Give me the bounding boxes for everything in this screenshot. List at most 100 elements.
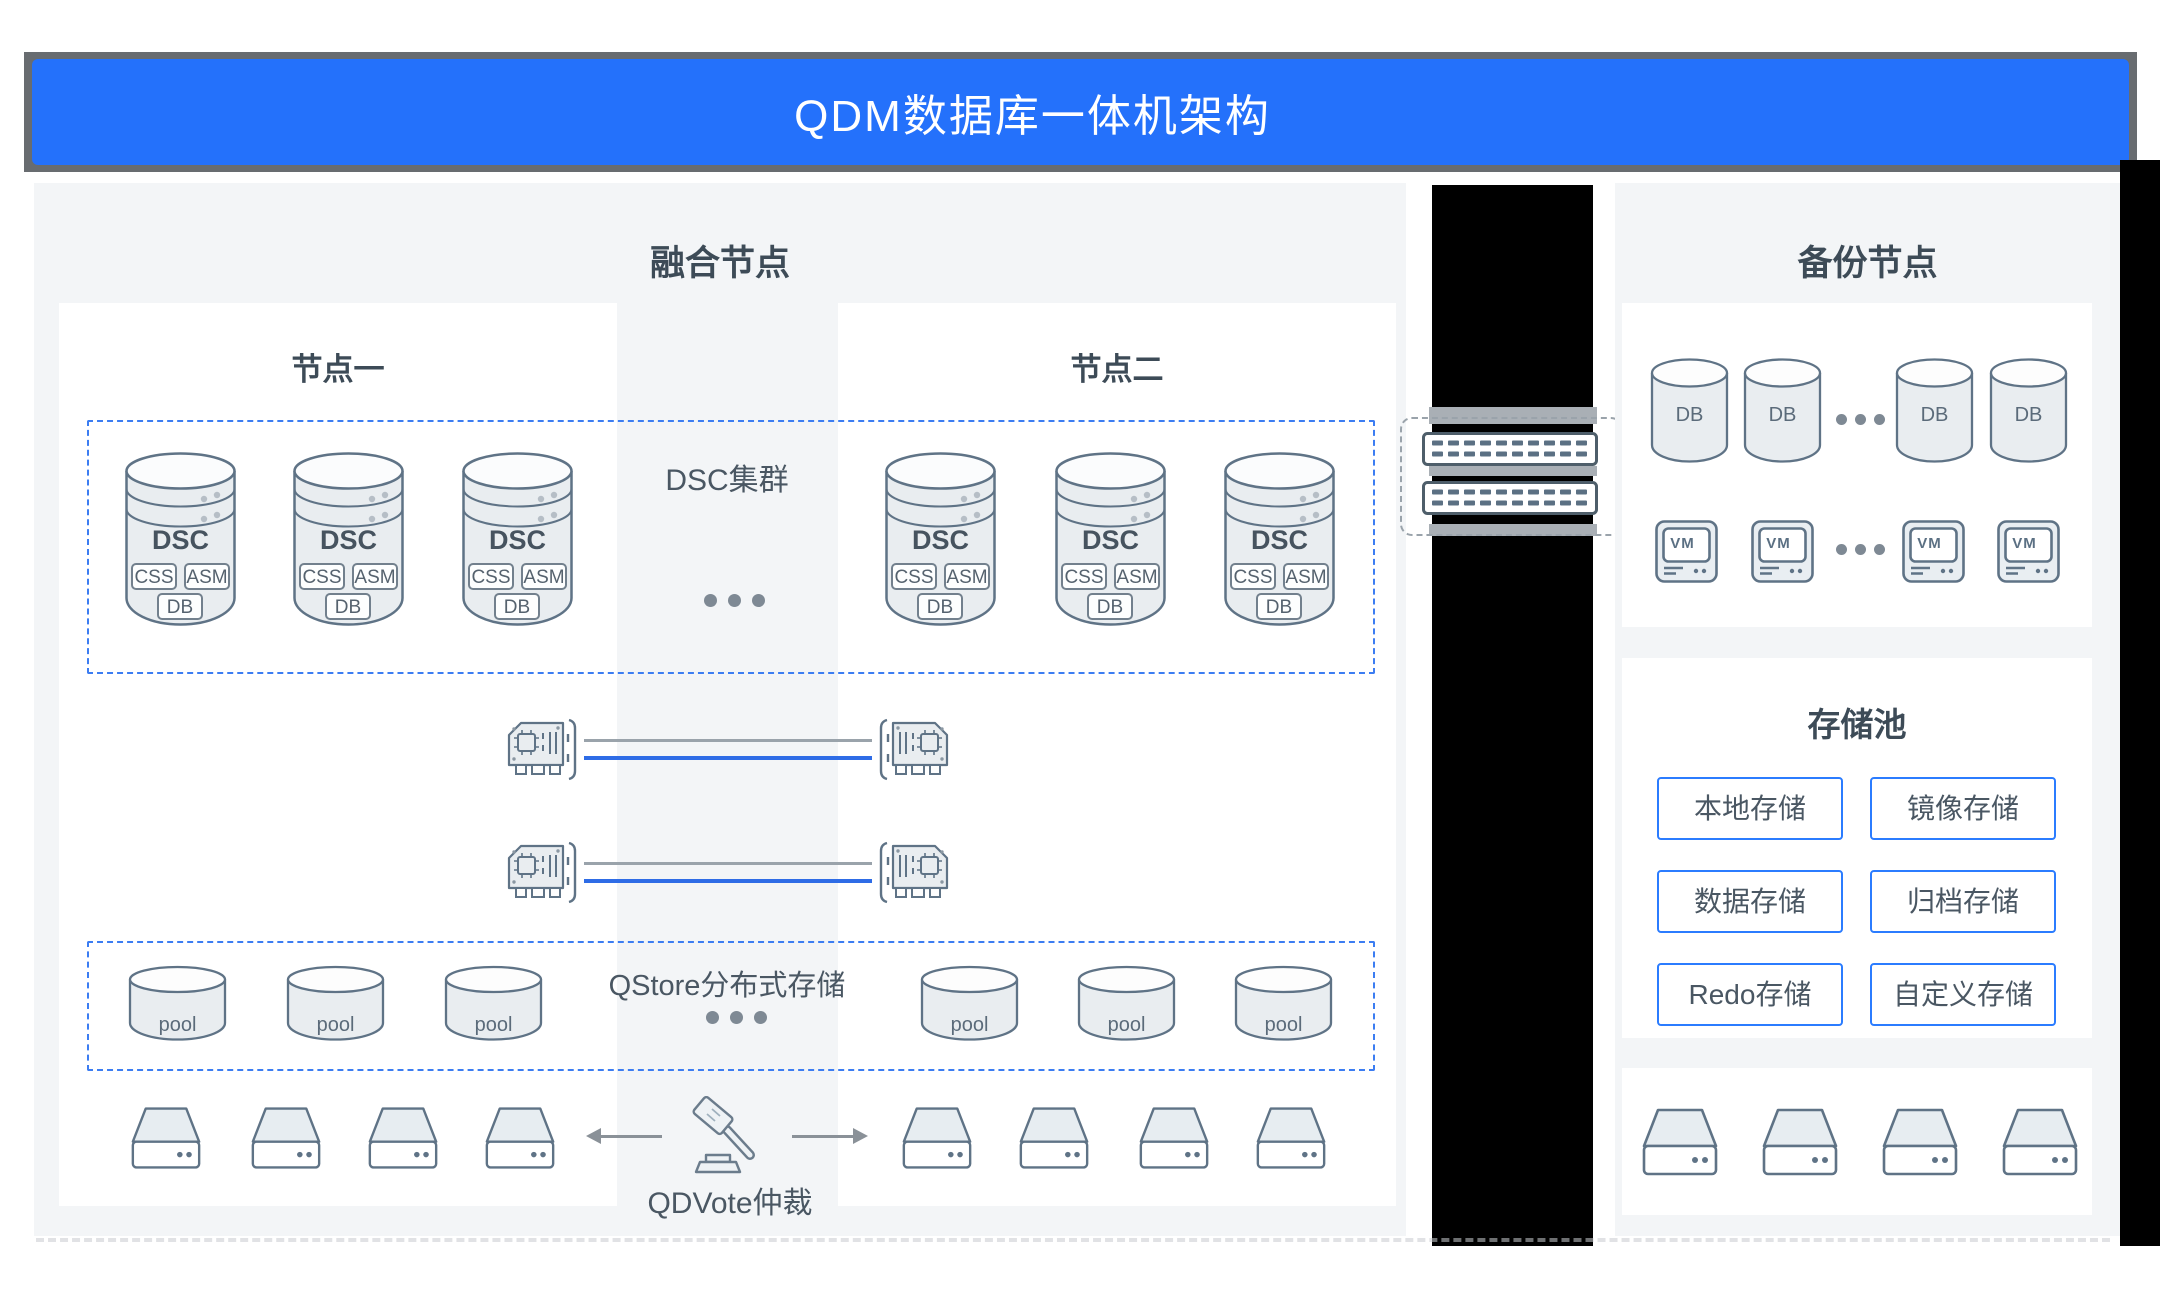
db-cylinder: DB <box>1989 356 2068 466</box>
dsc-database-cylinder: DSC CSS ASM DB <box>1223 443 1336 628</box>
pool-label: pool <box>316 1014 355 1036</box>
vm-label: VM <box>2012 535 2037 552</box>
storage-button-local[interactable]: 本地存储 <box>1657 777 1843 840</box>
nic-card-icon <box>872 841 950 905</box>
center-redaction-bar <box>1432 185 1593 1246</box>
dsc-database-cylinder: DSC CSS ASM DB <box>124 443 237 628</box>
pool-label: pool <box>950 1014 989 1036</box>
db-chip: DB <box>1087 593 1133 620</box>
interconnect-link-blue <box>584 756 872 760</box>
storage-pool-title: 存储池 <box>1807 706 1907 743</box>
ellipsis-icon <box>700 1011 772 1024</box>
interconnect-link-gray <box>584 739 872 742</box>
storage-pool-cylinder: pool <box>286 964 385 1044</box>
db-label: DB <box>2014 404 2043 426</box>
db-label: DB <box>1675 404 1704 426</box>
db-chip: DB <box>1256 593 1302 620</box>
switch-rack-band <box>1429 466 1597 476</box>
vm-terminal: VM <box>1655 520 1718 583</box>
disk-drive-icon <box>368 1102 438 1174</box>
node-1-label: 节点一 <box>291 352 385 387</box>
disk-drive-icon <box>485 1102 555 1174</box>
css-chip: CSS <box>891 563 937 590</box>
asm-chip: ASM <box>521 563 567 590</box>
ellipsis-icon <box>698 594 770 607</box>
disk-drive-icon <box>1019 1102 1089 1174</box>
dsc-label: DSC <box>488 525 546 555</box>
switch-rack-band <box>1429 524 1597 536</box>
asm-chip: ASM <box>352 563 398 590</box>
storage-pool-cylinder: pool <box>444 964 543 1044</box>
disk-drive-icon <box>2002 1106 2078 1178</box>
ellipsis-icon <box>1832 414 1889 425</box>
storage-button-mirror[interactable]: 镜像存储 <box>1870 777 2056 840</box>
qstore-label: QStore分布式存储 <box>608 970 846 1002</box>
storage-pool-cylinder: pool <box>1077 964 1176 1044</box>
pool-label: pool <box>474 1014 513 1036</box>
disk-drive-icon <box>1256 1102 1326 1174</box>
arrow-left-icon <box>586 1128 662 1146</box>
asm-chip: ASM <box>184 563 230 590</box>
css-chip: CSS <box>1230 563 1276 590</box>
db-chip: DB <box>325 593 371 620</box>
storage-pool-cylinder: pool <box>128 964 227 1044</box>
dsc-cluster-dashed-box <box>87 420 1375 674</box>
vm-label: VM <box>1670 535 1695 552</box>
gavel-icon <box>682 1096 766 1180</box>
disk-drive-icon <box>1139 1102 1209 1174</box>
db-cylinder: DB <box>1743 356 1822 466</box>
switch-rack-band <box>1429 407 1597 424</box>
pool-label: pool <box>1107 1014 1146 1036</box>
storage-pool-cylinder: pool <box>1234 964 1333 1044</box>
vm-terminal: VM <box>1902 520 1965 583</box>
asm-chip: ASM <box>1283 563 1329 590</box>
storage-button-data[interactable]: 数据存储 <box>1657 870 1843 933</box>
vm-terminal: VM <box>1751 520 1814 583</box>
asm-chip: ASM <box>944 563 990 590</box>
qdvote-label: QDVote仲裁 <box>647 1187 813 1220</box>
vm-label: VM <box>1917 535 1942 552</box>
storage-pool-cylinder: pool <box>920 964 1019 1044</box>
fusion-panel-title: 融合节点 <box>649 244 790 283</box>
backup-panel-title: 备份节点 <box>1797 244 1938 283</box>
css-chip: CSS <box>468 563 514 590</box>
dsc-label: DSC <box>151 525 209 555</box>
pool-label: pool <box>1264 1014 1303 1036</box>
dsc-database-cylinder: DSC CSS ASM DB <box>884 443 997 628</box>
disk-drive-icon <box>1882 1106 1958 1178</box>
dsc-database-cylinder: DSC CSS ASM DB <box>1054 443 1167 628</box>
css-chip: CSS <box>299 563 345 590</box>
db-label: DB <box>1768 404 1797 426</box>
title-banner: QDM数据库一体机架构 <box>32 59 2129 165</box>
ellipsis-icon <box>1832 544 1889 555</box>
dsc-label: DSC <box>1081 525 1139 555</box>
css-chip: CSS <box>131 563 177 590</box>
db-chip: DB <box>494 593 540 620</box>
right-redaction-bar <box>2120 160 2160 1246</box>
db-label: DB <box>1920 404 1949 426</box>
db-chip: DB <box>157 593 203 620</box>
storage-button-redo[interactable]: Redo存储 <box>1657 963 1843 1026</box>
nic-card-icon <box>872 718 950 782</box>
disk-drive-icon <box>251 1102 321 1174</box>
vm-label: VM <box>1766 535 1791 552</box>
storage-button-archive[interactable]: 归档存储 <box>1870 870 2056 933</box>
interconnect-link-gray <box>584 862 872 865</box>
bottom-edge-divider <box>36 1238 2110 1242</box>
dsc-label: DSC <box>1250 525 1308 555</box>
dsc-label: DSC <box>911 525 969 555</box>
interconnect-link-blue <box>584 879 872 883</box>
storage-button-custom[interactable]: 自定义存储 <box>1870 963 2056 1026</box>
db-chip: DB <box>917 593 963 620</box>
db-cylinder: DB <box>1895 356 1974 466</box>
dsc-database-cylinder: DSC CSS ASM DB <box>461 443 574 628</box>
pool-label: pool <box>158 1014 197 1036</box>
node-2-label: 节点二 <box>1070 352 1164 387</box>
disk-drive-icon <box>1642 1106 1718 1178</box>
page-title: QDM数据库一体机架构 <box>794 92 1271 141</box>
dsc-cluster-label: DSC集群 <box>665 464 789 497</box>
asm-chip: ASM <box>1114 563 1160 590</box>
disk-drive-icon <box>902 1102 972 1174</box>
db-cylinder: DB <box>1650 356 1729 466</box>
dsc-database-cylinder: DSC CSS ASM DB <box>292 443 405 628</box>
